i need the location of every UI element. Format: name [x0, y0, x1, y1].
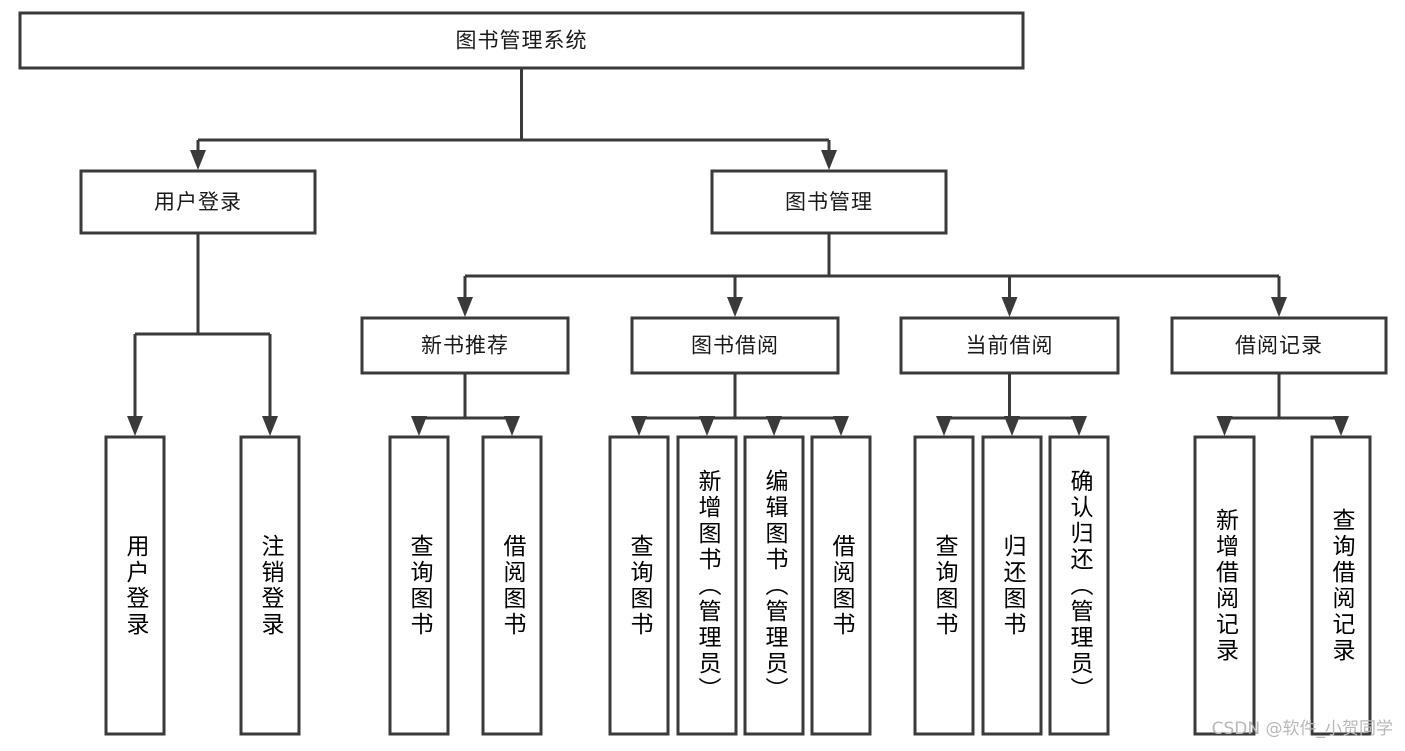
to-leaf-add-record-arrow — [1216, 416, 1233, 436]
node-label-leaf-user-login: 用户登录 — [122, 533, 148, 638]
node-text-wrap-leaf-add-record: 新增借阅记录 — [1211, 507, 1238, 664]
node-box-leaf-borrow-book-2 — [810, 435, 872, 736]
node-text-wrap-leaf-query-record: 查询借阅记录 — [1328, 507, 1354, 664]
node-user-login[interactable]: 用户登录 — [79, 169, 317, 235]
to-leaf-borrow-book-1-arrow — [504, 416, 520, 436]
node-leaf-query-record[interactable]: 查询借阅记录 — [1310, 435, 1372, 736]
to-user-login-arrow — [190, 150, 206, 170]
node-leaf-add-record[interactable]: 新增借阅记录 — [1193, 435, 1256, 736]
node-label-book-manage: 图书管理 — [785, 190, 873, 214]
node-leaf-logout[interactable]: 注销登录 — [239, 435, 301, 736]
to-current-borrow-arrow — [1001, 297, 1018, 317]
node-box-root — [18, 11, 1025, 70]
to-borrow-record-arrow — [1271, 297, 1287, 317]
node-box-borrow-record — [1170, 316, 1388, 375]
node-boxes: 图书管理系统用户登录图书管理新书推荐图书借阅当前借阅借阅记录用户登录注销登录查询… — [18, 11, 1388, 736]
to-leaf-query-book-3-arrow — [936, 416, 952, 436]
node-book-manage[interactable]: 图书管理 — [710, 169, 948, 235]
node-new-book-recommend[interactable]: 新书推荐 — [360, 316, 570, 375]
node-borrow-record[interactable]: 借阅记录 — [1170, 316, 1388, 375]
node-label-new-book-recommend: 新书推荐 — [421, 334, 509, 358]
node-text-wrap-leaf-confirm-return: 确认归还（管理员） — [1066, 468, 1092, 703]
node-box-book-borrow — [630, 316, 840, 375]
node-label-root: 图书管理系统 — [456, 29, 588, 53]
node-box-current-borrow — [899, 316, 1120, 375]
node-label-book-borrow: 图书借阅 — [691, 334, 779, 358]
node-label-leaf-borrow-book-2: 借阅图书 — [828, 533, 854, 638]
node-label-leaf-query-record: 查询借阅记录 — [1328, 507, 1354, 664]
node-label-leaf-borrow-book-1: 借阅图书 — [499, 533, 525, 638]
node-box-leaf-return-book — [981, 435, 1043, 736]
node-label-leaf-add-record: 新增借阅记录 — [1211, 507, 1238, 664]
node-label-leaf-query-book-1: 查询图书 — [406, 533, 432, 638]
node-label-leaf-confirm-return: 确认归还（管理员） — [1066, 468, 1092, 703]
node-label-user-login: 用户登录 — [154, 190, 242, 214]
node-text-wrap-leaf-query-book-2: 查询图书 — [626, 533, 652, 638]
to-leaf-add-book-arrow — [699, 416, 715, 436]
to-leaf-return-book-arrow — [1004, 416, 1020, 436]
to-new-book-recommend-arrow — [457, 297, 473, 317]
node-text-wrap-leaf-logout: 注销登录 — [257, 533, 283, 638]
to-leaf-query-book-2-arrow — [631, 416, 647, 436]
node-leaf-confirm-return[interactable]: 确认归还（管理员） — [1048, 435, 1110, 736]
node-box-user-login — [79, 169, 317, 235]
to-book-borrow-arrow — [727, 297, 743, 317]
node-box-leaf-add-book — [676, 435, 738, 736]
node-box-leaf-confirm-return — [1048, 435, 1110, 736]
node-label-leaf-return-book: 归还图书 — [999, 533, 1025, 638]
node-text-wrap-leaf-user-login: 用户登录 — [122, 533, 148, 638]
node-box-leaf-user-login — [104, 435, 166, 736]
node-box-book-manage — [710, 169, 948, 235]
node-label-borrow-record: 借阅记录 — [1235, 334, 1323, 358]
node-text-wrap-leaf-add-book: 新增图书（管理员） — [694, 468, 720, 703]
node-box-leaf-query-book-3 — [913, 435, 975, 736]
to-leaf-query-book-1-arrow — [411, 416, 427, 436]
to-book-manage-arrow — [821, 150, 837, 170]
node-box-leaf-borrow-book-1 — [481, 435, 543, 736]
to-leaf-edit-book-arrow — [766, 416, 782, 436]
node-text-wrap-leaf-query-book-3: 查询图书 — [931, 533, 957, 638]
node-leaf-edit-book[interactable]: 编辑图书（管理员） — [743, 435, 805, 736]
watermark-label: CSDN @软件_小贺同学 — [1211, 719, 1393, 739]
node-leaf-query-book-3[interactable]: 查询图书 — [913, 435, 975, 736]
node-box-leaf-query-book-2 — [608, 435, 670, 736]
node-box-leaf-logout — [239, 435, 301, 736]
node-text-wrap-leaf-edit-book: 编辑图书（管理员） — [761, 468, 787, 703]
node-box-new-book-recommend — [360, 316, 570, 375]
to-leaf-logout-arrow — [262, 416, 278, 436]
node-leaf-query-book-1[interactable]: 查询图书 — [388, 435, 450, 736]
node-leaf-borrow-book-2[interactable]: 借阅图书 — [810, 435, 872, 736]
node-box-leaf-edit-book — [743, 435, 805, 736]
node-label-leaf-query-book-2: 查询图书 — [626, 533, 652, 638]
node-text-wrap-leaf-borrow-book-1: 借阅图书 — [499, 533, 525, 638]
node-root[interactable]: 图书管理系统 — [18, 11, 1025, 70]
node-leaf-add-book[interactable]: 新增图书（管理员） — [676, 435, 738, 736]
node-leaf-user-login[interactable]: 用户登录 — [104, 435, 166, 736]
node-label-current-borrow: 当前借阅 — [966, 334, 1054, 358]
node-leaf-query-book-2[interactable]: 查询图书 — [608, 435, 670, 736]
to-leaf-query-record-arrow — [1333, 416, 1349, 436]
node-box-leaf-query-book-1 — [388, 435, 450, 736]
node-text-wrap-leaf-borrow-book-2: 借阅图书 — [828, 533, 854, 638]
to-leaf-user-login-arrow — [127, 416, 143, 436]
node-leaf-return-book[interactable]: 归还图书 — [981, 435, 1043, 736]
node-label-leaf-add-book: 新增图书（管理员） — [694, 468, 720, 703]
node-label-leaf-query-book-3: 查询图书 — [931, 533, 957, 638]
node-label-leaf-edit-book: 编辑图书（管理员） — [761, 468, 787, 703]
node-box-leaf-add-record — [1193, 435, 1256, 736]
to-leaf-borrow-book-2-arrow — [833, 416, 849, 436]
to-leaf-confirm-return-arrow — [1071, 416, 1087, 436]
connector-lines — [127, 68, 1349, 436]
node-book-borrow[interactable]: 图书借阅 — [630, 316, 840, 375]
node-text-wrap-leaf-query-book-1: 查询图书 — [406, 533, 432, 638]
node-label-leaf-logout: 注销登录 — [257, 533, 283, 638]
node-leaf-borrow-book-1[interactable]: 借阅图书 — [481, 435, 543, 736]
node-text-wrap-leaf-return-book: 归还图书 — [999, 533, 1025, 638]
node-box-leaf-query-record — [1310, 435, 1372, 736]
node-current-borrow[interactable]: 当前借阅 — [899, 316, 1120, 375]
